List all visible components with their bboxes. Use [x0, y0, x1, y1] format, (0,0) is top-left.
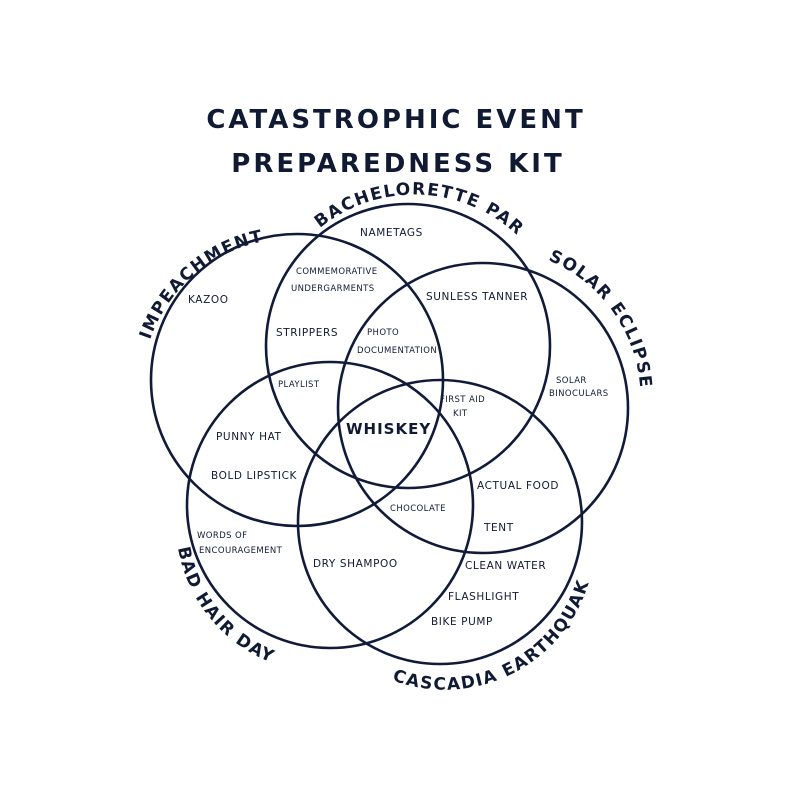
item-commemorative-undergarments-2: UNDERGARMENTS [291, 284, 375, 294]
item-bike-pump: BIKE PUMP [431, 616, 493, 628]
item-actual-food: ACTUAL FOOD [477, 480, 559, 492]
item-first-aid-kit-1: FIRST AID [440, 395, 485, 405]
title-line-1: CATASTROPHIC EVENT [206, 105, 585, 135]
circle-cascadia-earthquake [296, 378, 584, 666]
item-strippers: STRIPPERS [276, 327, 338, 339]
item-kazoo: KAZOO [188, 294, 229, 306]
title-line-2: PREPAREDNESS KIT [231, 149, 564, 179]
item-words-of-encouragement-1: WORDS OF [197, 531, 247, 541]
item-solar-binoculars-2: BINOCULARS [549, 389, 609, 399]
item-nametags: NAMETAGS [360, 227, 423, 239]
set-label-impeachment: IMPEACHMENT [136, 226, 266, 341]
item-punny-hat: PUNNY HAT [216, 431, 282, 443]
item-flashlight: FLASHLIGHT [448, 591, 519, 603]
item-bold-lipstick: BOLD LIPSTICK [211, 470, 298, 482]
item-dry-shampoo: DRY SHAMPOO [313, 558, 398, 570]
circle-bachelorette-party [264, 202, 552, 490]
item-solar-binoculars-1: SOLAR [556, 376, 587, 386]
item-whiskey: WHISKEY [346, 420, 431, 438]
item-commemorative-undergarments-1: COMMEMORATIVE [296, 267, 378, 277]
item-chocolate: CHOCOLATE [390, 504, 446, 514]
item-clean-water: CLEAN WATER [465, 560, 546, 572]
set-label-bad-hair-day: BAD HAIR DAY [173, 545, 278, 668]
item-photo-documentation-2: DOCUMENTATION [357, 346, 437, 356]
circle-solar-eclipse [336, 261, 630, 555]
item-tent: TENT [483, 522, 514, 534]
circle-bad-hair-day [185, 360, 475, 650]
item-sunless-tanner: SUNLESS TANNER [426, 291, 528, 303]
item-playlist: PLAYLIST [278, 380, 320, 390]
item-photo-documentation-1: PHOTO [367, 328, 399, 338]
set-label-solar-eclipse: SOLAR ECLIPSE [546, 246, 655, 389]
item-first-aid-kit-2: KIT [453, 409, 468, 419]
item-words-of-encouragement-2: ENCOURAGEMENT [199, 546, 283, 556]
